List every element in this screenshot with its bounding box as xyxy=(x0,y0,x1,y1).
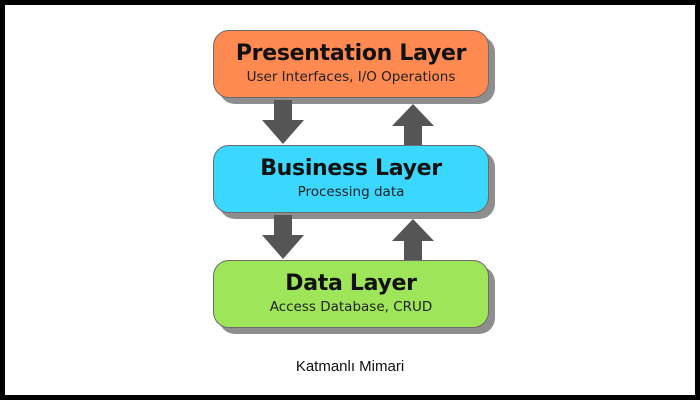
arrow-up-icon xyxy=(392,219,434,261)
data-layer-title: Data Layer xyxy=(285,271,417,296)
arrow-up-icon xyxy=(392,104,434,146)
presentation-layer-subtitle: User Interfaces, I/O Operations xyxy=(246,69,456,85)
presentation-layer-box: Presentation Layer User Interfaces, I/O … xyxy=(213,30,489,98)
data-layer-box: Data Layer Access Database, CRUD xyxy=(213,260,489,328)
diagram-canvas: Presentation Layer User Interfaces, I/O … xyxy=(5,5,695,395)
arrow-down-icon xyxy=(262,100,304,144)
arrow-down-icon xyxy=(262,215,304,259)
business-layer-subtitle: Processing data xyxy=(297,184,405,200)
data-layer-subtitle: Access Database, CRUD xyxy=(269,299,433,315)
presentation-layer-title: Presentation Layer xyxy=(235,41,467,66)
business-layer-box: Business Layer Processing data xyxy=(213,145,489,213)
business-layer-title: Business Layer xyxy=(260,156,442,181)
diagram-caption: Katmanlı Mimari xyxy=(295,358,405,375)
